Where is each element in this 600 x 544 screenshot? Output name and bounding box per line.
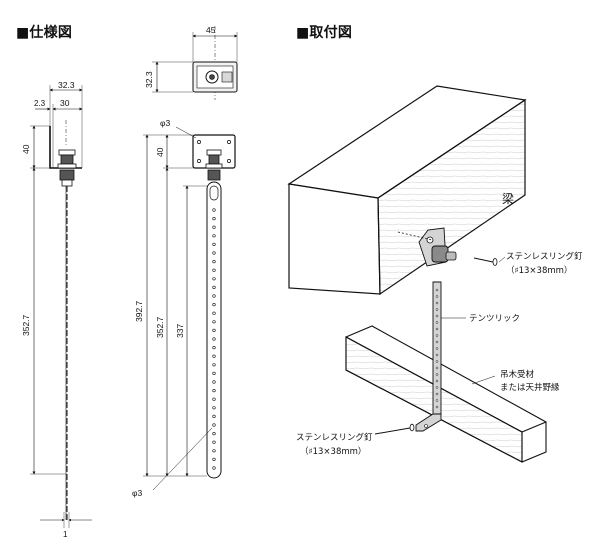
install-strap-hole (435, 340, 439, 344)
strap-hole (212, 251, 216, 255)
install-strap-hole (435, 334, 439, 337)
spec-diagram-title: ■仕様図 (16, 25, 73, 41)
install-strap-holes (435, 288, 439, 409)
install-strap-hole (435, 366, 439, 370)
install-diagram-title: ■取付図 (296, 25, 353, 41)
strap-hole (212, 320, 216, 324)
dim-hole-bottom: φ3 (132, 488, 143, 498)
nail-top-label-1: ステンレスリング釘 (506, 251, 583, 262)
strap-hole (212, 311, 216, 315)
dim-offset-small: 2.3 (34, 99, 46, 108)
hanger-label-1: 吊木受材 (500, 369, 535, 380)
installation-view: 梁 ステンレスリング釘 （♯13×38mm） (287, 85, 583, 463)
nut-icon (60, 154, 74, 165)
strap-hole (212, 406, 216, 410)
nail-head-icon (492, 258, 498, 266)
install-strap-hole (435, 295, 439, 298)
strap-hole (212, 285, 216, 290)
install-strap-hole (435, 386, 439, 389)
strap-hole (212, 432, 216, 436)
dim-top-height: 32.3 (144, 71, 154, 88)
dim-height-40-left: 40 (21, 144, 31, 154)
install-strap-hole (435, 405, 439, 409)
side-view: 32.3 2.3 30 40 352.7 1 (21, 80, 92, 539)
strap-holes (212, 208, 216, 470)
strap-hole (212, 208, 216, 212)
install-strap-hole (435, 392, 439, 396)
beam-label: 梁 (502, 191, 514, 206)
install-strap-hole (435, 353, 439, 357)
dim-total-392: 392.7 (134, 300, 144, 322)
strap-hole (212, 217, 216, 221)
dim-height-40-mid: 40 (155, 147, 165, 157)
strap-hole (212, 380, 216, 384)
dim-offset-30: 30 (60, 98, 70, 108)
strap-hole (212, 389, 216, 393)
strap-hole (212, 346, 216, 350)
install-strap-hole (435, 399, 439, 402)
install-strap-hole (435, 327, 439, 331)
install-strap-hole (435, 314, 439, 318)
tension-lock-label: テンツリック (469, 314, 520, 324)
strap-hole (212, 303, 216, 307)
install-strap-hole (435, 321, 439, 324)
washer-icon (58, 149, 76, 156)
nail-bottom-label-1: ステンレスリング釘 (296, 432, 373, 443)
strap-hole (212, 440, 216, 444)
strap-hole (212, 354, 216, 358)
dim-total-left: 352.7 (21, 314, 31, 336)
install-strap-hole (435, 301, 439, 305)
strap-hole (212, 423, 216, 427)
strap-hole (212, 457, 216, 462)
strap-hole (212, 449, 216, 453)
install-strap-hole (435, 360, 439, 363)
nail-top-label-2: （♯13×38mm） (506, 265, 572, 276)
dim-total-mid: 352.7 (155, 316, 165, 338)
install-strap-hole (435, 347, 439, 350)
install-strap-hole (435, 288, 439, 292)
strap-hole (212, 277, 216, 281)
strap-hole (212, 397, 216, 401)
strap-hole (212, 371, 216, 376)
dim-hole-top: φ3 (160, 118, 171, 128)
dim-thickness: 1 (63, 530, 68, 539)
dim-top-width: 45 (206, 25, 216, 35)
install-strap-hole (435, 379, 439, 383)
strap-hole (212, 268, 216, 272)
strap-hole (212, 337, 216, 341)
strap-hole (212, 242, 216, 246)
front-view: φ3 φ3 40 392.7 352.7 337 (132, 118, 236, 498)
install-strap-hole (435, 308, 439, 311)
strap-hole (212, 234, 216, 238)
hanger-label-2: または天井野縁 (500, 382, 560, 393)
beam-side-face (377, 98, 526, 296)
strap-hole (212, 466, 216, 470)
strap-hole (212, 328, 216, 333)
strap-hole (212, 260, 216, 264)
strap-hole (212, 363, 216, 367)
dim-total-337: 337 (175, 324, 185, 338)
beam-front-face (288, 183, 381, 295)
dim-side-width: 32.3 (58, 80, 75, 90)
strap-hole (212, 294, 216, 298)
nail-bottom-label-2: （♯13×38mm） (300, 446, 366, 457)
strap-hole (212, 414, 216, 419)
top-view: 45 32.3 (144, 25, 238, 100)
strap-hole (212, 225, 216, 229)
install-strap-hole (435, 373, 439, 376)
